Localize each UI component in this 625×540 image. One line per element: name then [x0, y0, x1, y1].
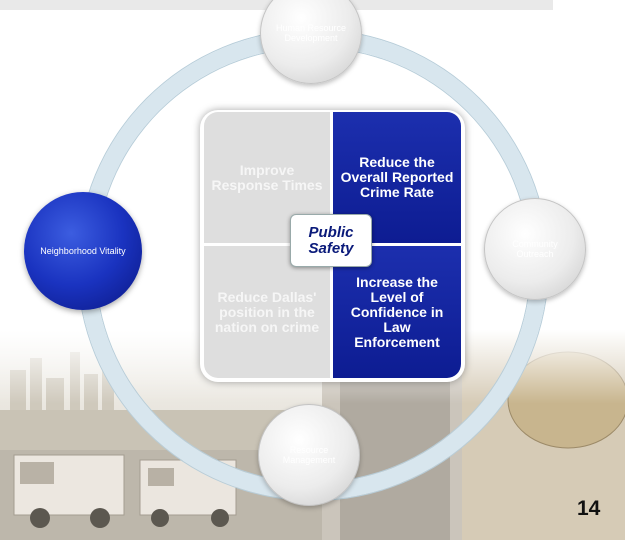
quadrant-increase-confidence: Increase the Level of Confidence in Law … [333, 246, 461, 378]
page-number: 14 [577, 497, 601, 520]
node-community-outreach: Community Outreach [484, 198, 586, 300]
center-label-public-safety: Public Safety [290, 214, 372, 267]
quadrant-reduce-national-position: Reduce Dallas' position in the nation on… [204, 246, 330, 378]
node-neighborhood-vitality: Neighborhood Vitality [24, 192, 142, 310]
node-resource-management: Resource Management [258, 404, 360, 506]
node-human-resource-development: Human Resource Development [260, 0, 362, 84]
